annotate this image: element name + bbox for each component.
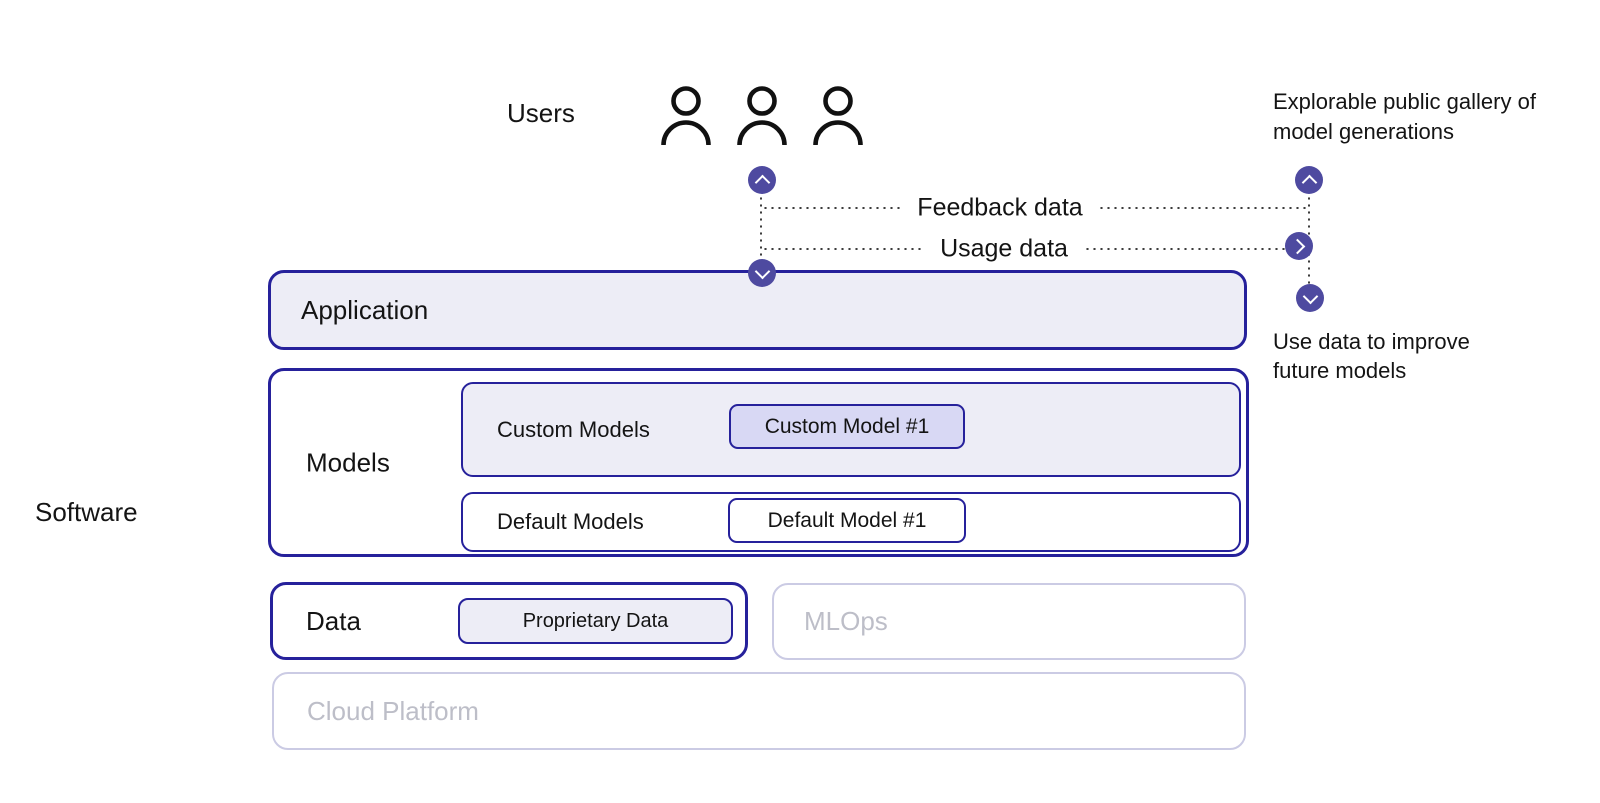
improve-annotation-line2: future models: [1273, 358, 1407, 383]
user-icon: [737, 86, 787, 146]
gallery-annotation-line1: Explorable public gallery of: [1273, 89, 1536, 114]
custom-models-label: Custom Models: [497, 416, 650, 442]
chevron-up-icon: [1301, 174, 1317, 190]
custom-models-box: Custom Models Custom Model #1: [461, 382, 1241, 477]
default-models-box: Default Models Default Model #1: [461, 492, 1241, 552]
default-model-1-label: Default Model #1: [767, 508, 927, 532]
users-application-connector: [760, 195, 762, 259]
chevron-down-icon: [754, 263, 770, 279]
default-models-label: Default Models: [497, 509, 644, 534]
data-label: Data: [306, 605, 361, 636]
mlops-box: MLOps: [772, 583, 1246, 660]
custom-model-1-chip: Custom Model #1: [729, 404, 965, 449]
chevron-up-icon: [754, 174, 770, 190]
data-box: Data Proprietary Data: [270, 582, 748, 660]
cloud-platform-box: Cloud Platform: [272, 672, 1246, 750]
gallery-annotation-line2: model generations: [1273, 119, 1455, 144]
flow-node-to-application: [748, 259, 776, 287]
user-icons-group: [661, 85, 863, 147]
user-icon: [661, 86, 711, 146]
models-box: Models Custom Models Custom Model #1 Def…: [268, 368, 1249, 557]
application-label: Application: [301, 294, 429, 325]
users-label: Users: [507, 98, 575, 128]
chevron-down-icon: [1302, 288, 1318, 304]
flow-node-usage-right: [1285, 232, 1313, 260]
cloud-platform-label: Cloud Platform: [307, 695, 479, 726]
usage-data-label: Usage data: [924, 232, 1084, 266]
chevron-right-icon: [1289, 238, 1305, 254]
default-model-1-chip: Default Model #1: [728, 498, 966, 543]
gallery-annotation: Explorable public gallery of model gener…: [1273, 87, 1536, 147]
flow-node-to-gallery: [1295, 166, 1323, 194]
user-icon: [813, 86, 863, 146]
proprietary-data-chip: Proprietary Data: [458, 598, 733, 644]
flow-node-to-users: [748, 166, 776, 194]
models-label: Models: [306, 447, 390, 477]
improve-annotation: Use data to improve future models: [1273, 327, 1470, 385]
custom-model-1-label: Custom Model #1: [764, 414, 930, 438]
software-label: Software: [35, 497, 138, 527]
feedback-data-label: Feedback data: [901, 191, 1099, 225]
proprietary-data-label: Proprietary Data: [522, 609, 669, 632]
mlops-label: MLOps: [804, 606, 888, 636]
flow-node-to-improve: [1296, 284, 1324, 312]
improve-annotation-line1: Use data to improve: [1273, 329, 1470, 354]
